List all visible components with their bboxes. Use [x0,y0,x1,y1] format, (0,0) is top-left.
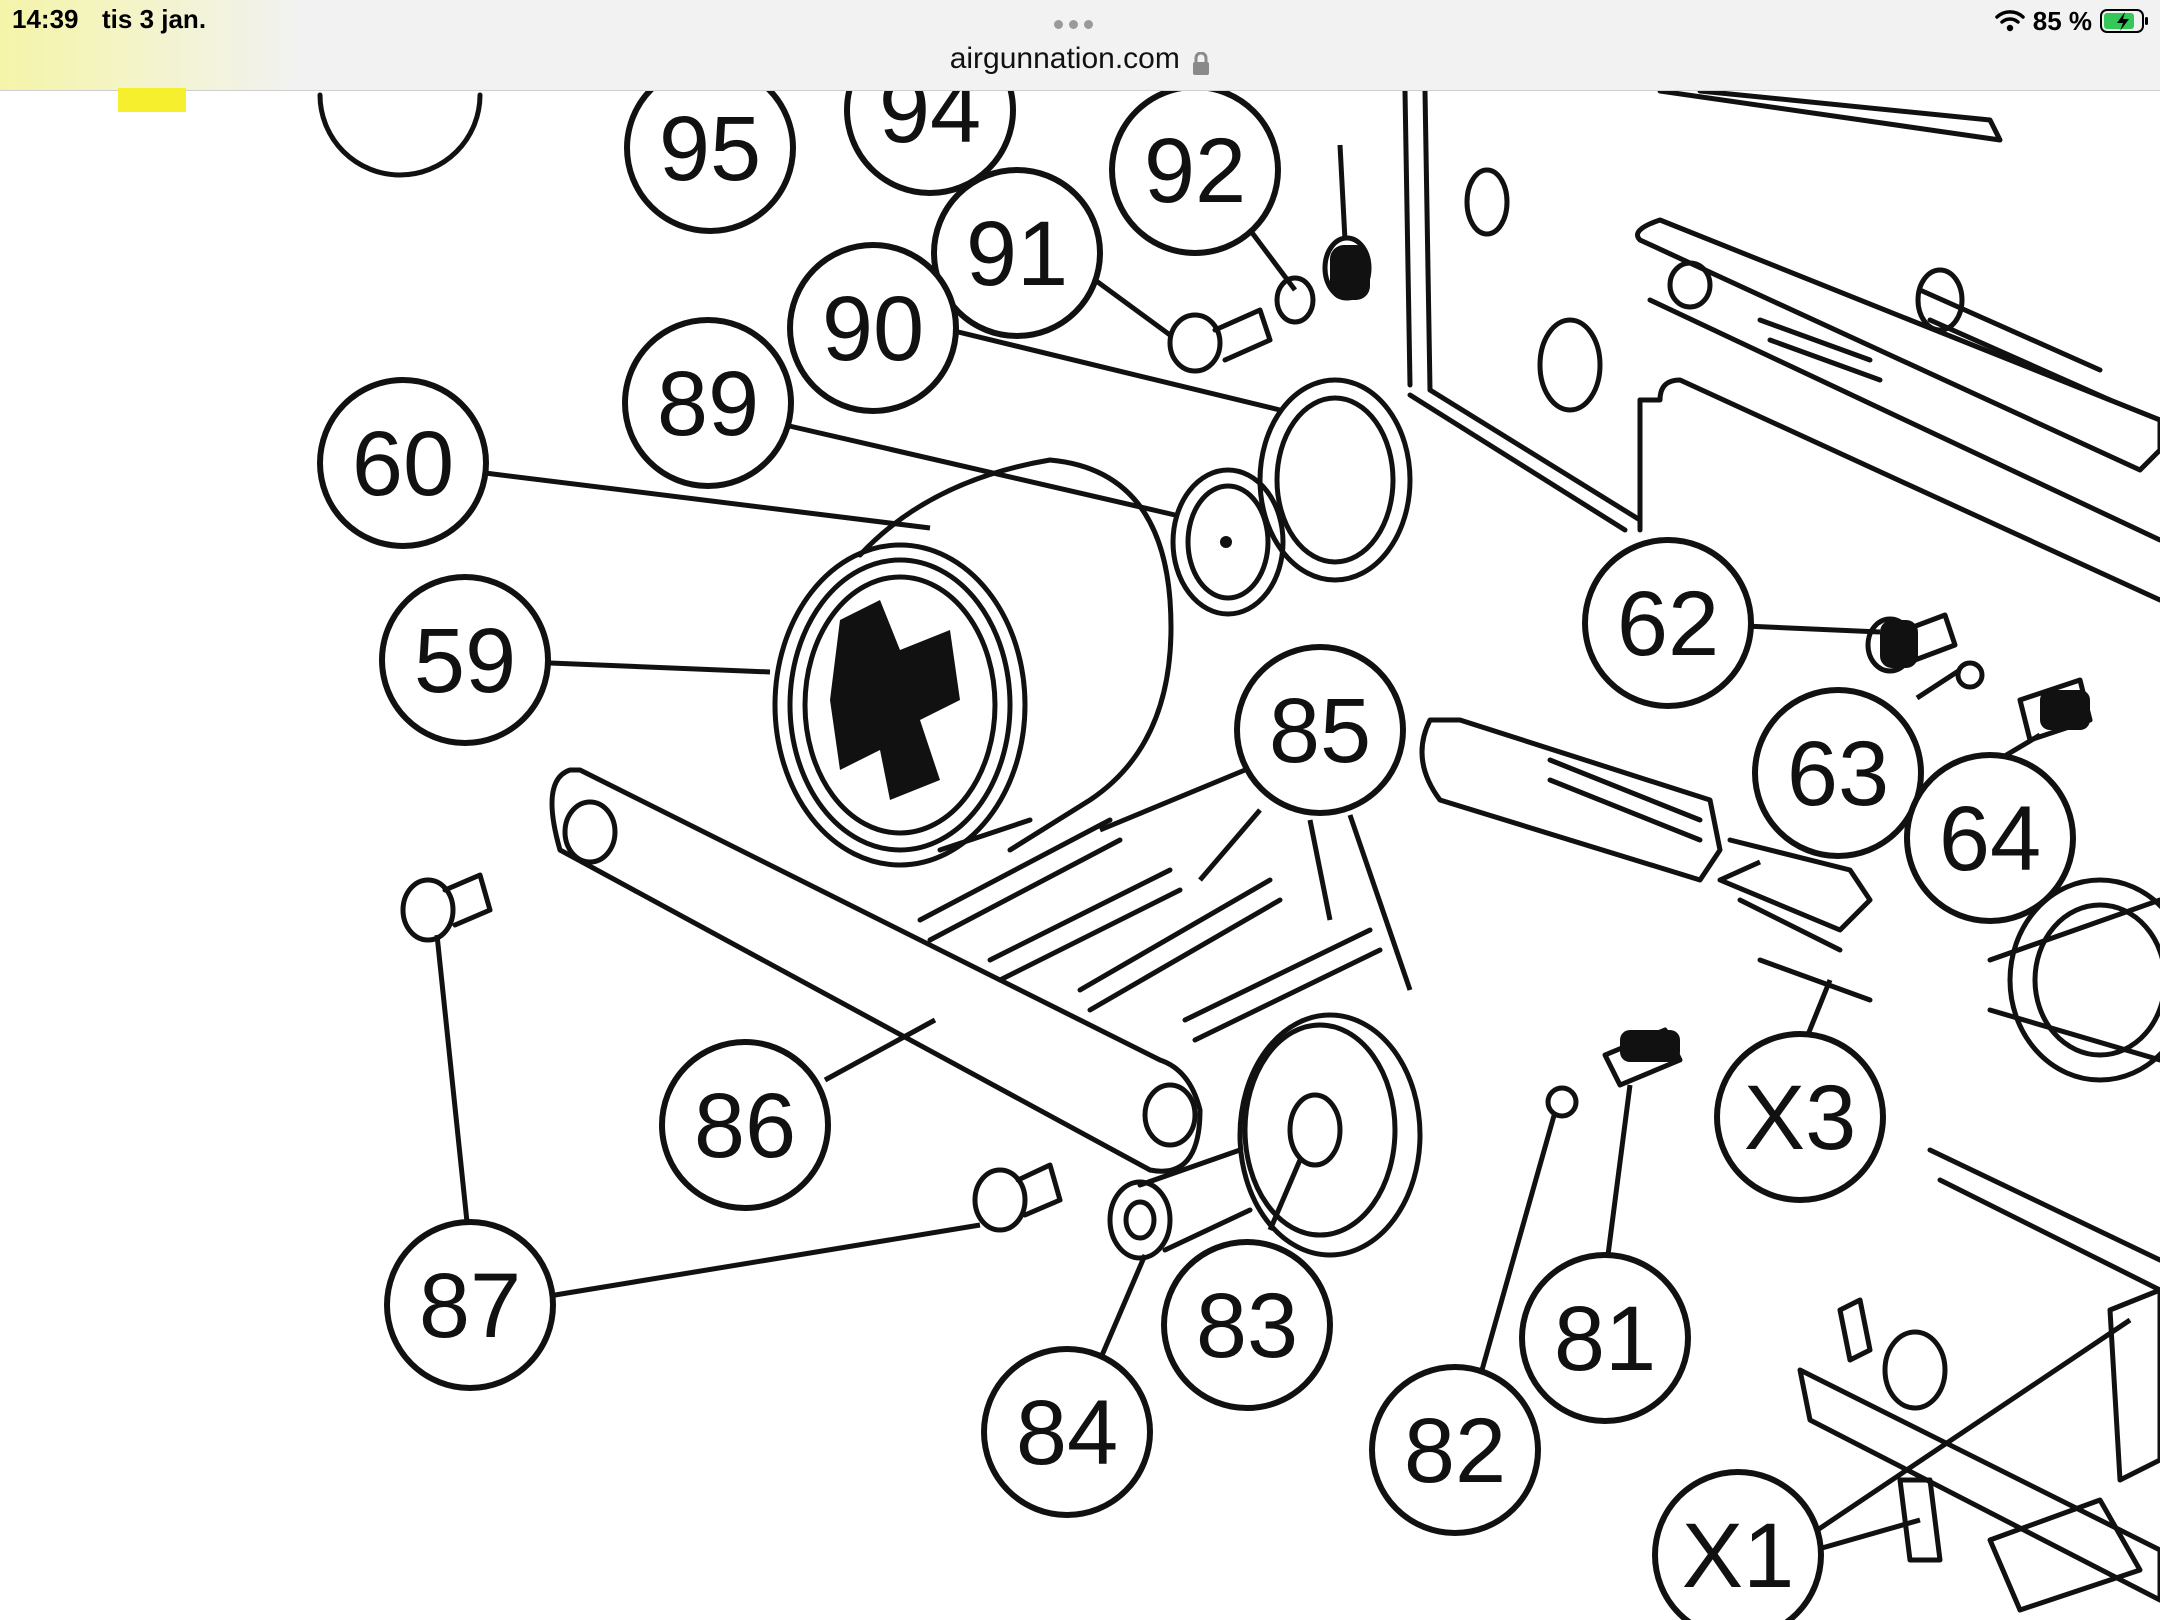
callout-90[interactable]: 90 [787,242,959,414]
dark-part-details [830,245,2090,1062]
svg-text:85: 85 [1269,680,1371,782]
svg-text:94: 94 [879,91,981,162]
callout-87[interactable]: 87 [384,1219,556,1391]
svg-text:90: 90 [822,278,924,380]
highlight-smudge [0,0,300,90]
callout-81[interactable]: 81 [1519,1252,1691,1424]
svg-text:X1: X1 [1682,1505,1795,1607]
callout-86[interactable]: 86 [659,1039,831,1211]
status-date: tis 3 jan. [102,4,207,34]
lock-icon [1193,51,1210,75]
svg-text:63: 63 [1787,723,1889,825]
multitasking-dots-icon[interactable] [1054,16,1104,29]
svg-text:92: 92 [1144,120,1246,222]
callout-62[interactable]: 62 [1582,537,1754,709]
callout-89[interactable]: 89 [622,317,794,489]
svg-text:62: 62 [1617,573,1719,675]
diagram-viewport[interactable]: 95 94 92 91 90 89 60 59 62 85 63 64 86 X… [0,91,2160,1620]
status-bar: 14:39 tis 3 jan. airgunnation.com 85 % [0,0,2160,91]
exploded-parts-diagram: 95 94 92 91 90 89 60 59 62 85 63 64 86 X… [317,91,2160,1620]
callout-91[interactable]: 91 [931,167,1103,339]
svg-text:87: 87 [419,1255,521,1357]
svg-text:64: 64 [1939,788,2041,890]
callout-94[interactable]: 94 [844,91,1016,196]
callout-60[interactable]: 60 [317,377,489,549]
svg-text:84: 84 [1016,1382,1118,1484]
callout-82[interactable]: 82 [1369,1364,1541,1536]
svg-text:86: 86 [694,1075,796,1177]
system-status: 85 % [1994,4,2150,38]
svg-text:59: 59 [414,610,516,712]
svg-text:95: 95 [659,98,761,200]
battery-charging-icon [2100,9,2148,33]
address-bar[interactable]: airgunnation.com [0,42,2160,76]
svg-text:89: 89 [657,353,759,455]
callout-95[interactable]: 95 [624,91,796,234]
leader-lines [434,144,2132,1553]
svg-text:91: 91 [966,203,1068,305]
parts-drawing [317,91,2160,1613]
part-callouts: 95 94 92 91 90 89 60 59 62 85 63 64 86 X… [317,91,2076,1620]
callout-X3[interactable]: X3 [1714,1031,1886,1203]
callout-59[interactable]: 59 [379,574,551,746]
wifi-icon [1994,10,2025,32]
svg-text:81: 81 [1554,1288,1656,1390]
callout-84[interactable]: 84 [981,1346,1153,1518]
battery-percent: 85 % [2032,5,2092,36]
highlight-mark [118,88,186,112]
callout-64[interactable]: 64 [1904,752,2076,924]
callout-92[interactable]: 92 [1109,91,1281,256]
svg-text:83: 83 [1196,1275,1298,1377]
callout-X1[interactable]: X1 [1652,1469,1824,1620]
svg-text:60: 60 [352,413,454,515]
url-text[interactable]: airgunnation.com [949,42,1180,75]
callout-85[interactable]: 85 [1234,644,1406,816]
svg-text:82: 82 [1404,1400,1506,1502]
svg-text:X3: X3 [1744,1067,1857,1169]
callout-83[interactable]: 83 [1161,1239,1333,1411]
status-time: 14:39 [12,4,79,34]
callout-63[interactable]: 63 [1752,687,1924,859]
